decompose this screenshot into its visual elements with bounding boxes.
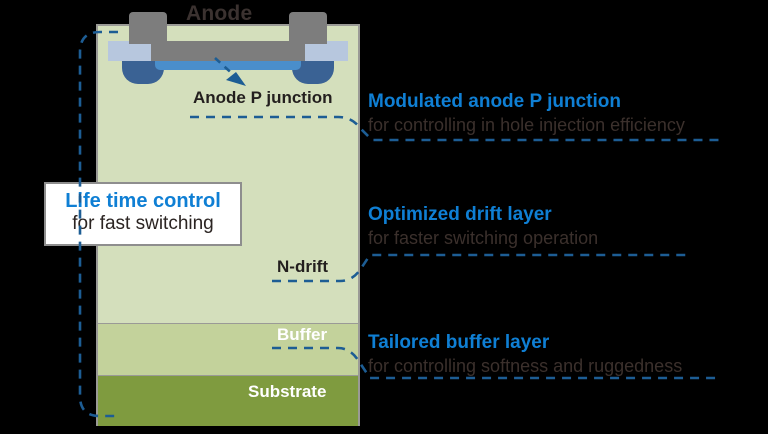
callout-subtitle: for fast switching: [72, 213, 214, 234]
layer-substrate: [96, 375, 360, 426]
callout-life-time-control: Life time control for fast switching: [44, 182, 242, 246]
label-n-drift: N-drift: [277, 257, 328, 276]
annotation-heading: Tailored buffer layer: [368, 332, 550, 353]
label-anode-p-junction: Anode P junction: [193, 88, 333, 107]
anode-metal-bar: [151, 41, 305, 61]
annotation-subtext: for controlling in hole injection effici…: [368, 114, 685, 135]
label-buffer: Buffer: [277, 325, 328, 344]
label-substrate: Substrate: [248, 382, 327, 401]
callout-title: Life time control: [65, 190, 221, 212]
annotation-heading: Modulated anode P junction: [368, 91, 621, 112]
annotation-anode-p-junction: Modulated anode P junction for controlli…: [368, 90, 685, 137]
anode-via-right: [289, 12, 327, 44]
annotation-buffer-layer: Tailored buffer layer for controlling so…: [368, 331, 682, 378]
anode-via-left: [129, 12, 167, 44]
page-title: Anode: [186, 2, 253, 25]
annotation-subtext: for faster switching operation: [368, 227, 599, 248]
annotation-heading: Optimized drift layer: [368, 204, 552, 225]
annotation-subtext: for controlling softness and ruggedness: [368, 355, 683, 376]
annotation-drift-layer: Optimized drift layer for faster switchi…: [368, 203, 598, 250]
